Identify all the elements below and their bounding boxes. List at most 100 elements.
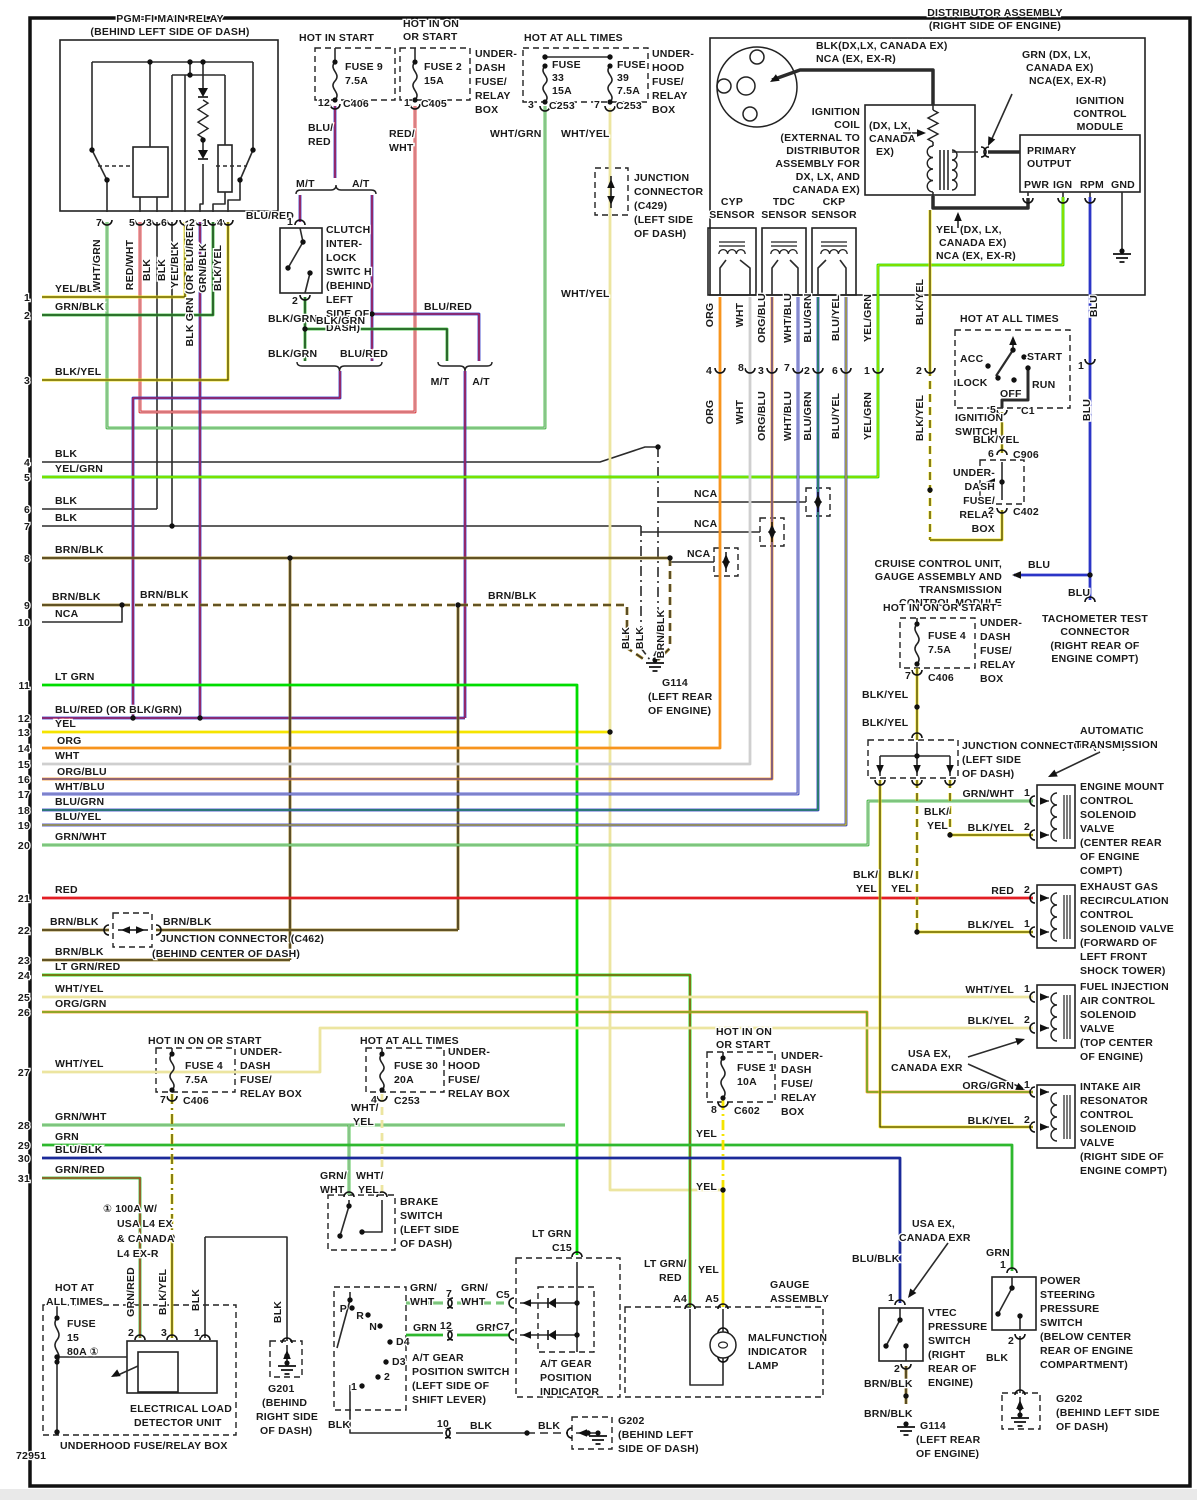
diagram-label: (RIGHT: [928, 1349, 966, 1361]
wire: [839, 259, 847, 295]
diagram-label: BLK/YEL: [968, 1115, 1015, 1127]
diagram-label: 29: [18, 1140, 30, 1152]
diagram-label: WHT/YEL: [55, 1058, 104, 1070]
junction-dot: [655, 444, 661, 450]
arrowhead: [908, 1288, 917, 1298]
connector-arc: [1029, 1022, 1036, 1034]
diagram-label: NCA: [55, 608, 79, 620]
wire: [199, 164, 204, 212]
diagram-label: GRN (DX, LX,: [1022, 49, 1091, 61]
diagram-label: WHT: [734, 302, 746, 327]
diagram-label: MODULE: [1077, 121, 1124, 133]
diagram-label: BLK/YEL: [862, 689, 909, 701]
connector-arc: [166, 1095, 178, 1102]
brace: [296, 361, 383, 372]
diagram-label: WHT/BLU: [782, 391, 794, 441]
sensor-core: [771, 241, 797, 247]
diagram-label: FUSE/: [781, 1078, 813, 1090]
diagram-label: BLU: [1028, 559, 1050, 571]
wire: [1049, 751, 1101, 777]
fuse-element: [412, 61, 418, 101]
fuse-terminal: [332, 59, 338, 65]
connector-arc: [744, 367, 756, 374]
diagram-label: USA L4 EX: [117, 1218, 173, 1230]
connector-arc: [766, 367, 778, 374]
diagram-label: C7: [496, 1321, 510, 1333]
arrowhead: [770, 74, 780, 82]
diagram-label: BLK/YEL: [968, 1015, 1015, 1027]
diagram-label: LT GRN: [532, 1228, 572, 1240]
connector-arc: [101, 219, 113, 226]
diagram-label: LOCK: [326, 252, 357, 264]
diagram-label: PRIMARY: [1027, 145, 1076, 157]
diagram-label: WHT: [320, 1184, 345, 1196]
arrowhead: [136, 926, 145, 934]
connector-arc: [166, 1334, 178, 1341]
diagram-label: P: [340, 1303, 347, 1315]
diagram-label: 1: [1024, 1079, 1030, 1091]
diagram-label: BLK: [156, 259, 168, 281]
fuse-element: [169, 1053, 175, 1091]
arrowhead: [607, 196, 615, 205]
diagram-label: DASH: [964, 481, 995, 493]
diagram-label: 2: [1024, 821, 1030, 833]
diagram-label: BLU/RED (OR BLK/GRN): [55, 704, 182, 716]
diagram-label: 2: [384, 1371, 390, 1383]
junction-dot: [995, 1311, 1001, 1317]
diagram-label: DX, LX, AND: [796, 171, 860, 183]
junction-dot: [369, 311, 375, 317]
diagram-label: DISTRIBUTOR ASSEMBLY: [927, 7, 1062, 19]
diagram-label: YEL: [927, 820, 948, 832]
diagram-label: WHT/BLU: [55, 781, 105, 793]
diagram-label: 2: [916, 365, 922, 377]
fuse33-39-box: [522, 47, 649, 103]
wire-stripe: [42, 222, 229, 381]
diagram-label: WHT/BLU: [782, 293, 794, 343]
egr-solenoid-valve: [1036, 884, 1076, 949]
diagram-label: BRN/BLK: [140, 589, 189, 601]
wire: [771, 68, 935, 105]
diagram-label: 1: [202, 217, 208, 229]
diagram-label: 7.5A: [185, 1074, 208, 1086]
arrowhead: [1040, 928, 1049, 936]
connector-arc: [604, 105, 616, 112]
connector-arc: [980, 146, 987, 158]
diagram-label: 2: [1008, 1335, 1014, 1347]
connector-arc: [571, 1251, 583, 1258]
junction-dot: [187, 59, 193, 65]
junction-dot: [89, 147, 95, 153]
fuse4-box-right: [899, 617, 976, 669]
diagram-label: FUSE 4: [928, 630, 966, 642]
fuse-terminal: [54, 1315, 60, 1321]
diagram-label: WHT: [55, 750, 80, 762]
diagram-label: BRAKE: [400, 1196, 438, 1208]
diagram-label: C253: [616, 100, 642, 112]
diagram-label: VALVE: [1080, 1023, 1114, 1035]
diagram-label: NCA: [694, 488, 718, 500]
arrowhead: [1048, 769, 1058, 777]
diagram-label: BLK/YEL: [862, 717, 909, 729]
wire-stripe: [42, 297, 847, 826]
diagram-label: SENSOR: [811, 209, 857, 221]
fuse-terminal: [332, 97, 338, 103]
diagram-label: HOT IN START: [299, 32, 375, 44]
sensor-coil: [820, 248, 848, 255]
diagram-label: JUNCTION: [634, 172, 689, 184]
wire: [1000, 368, 1030, 408]
diagram-label: BLK/: [853, 869, 878, 881]
diagram-label: POSITION SWITCH: [412, 1366, 510, 1378]
junction-dot: [359, 1229, 365, 1235]
connector-arc: [1029, 1086, 1036, 1098]
diagram-label: YEL: [353, 1116, 374, 1128]
diagram-label: FUSE: [552, 59, 581, 71]
diagram-label: YEL: [55, 718, 76, 730]
diagram-label: FUSE/: [652, 76, 684, 88]
wire: [652, 447, 659, 659]
fuse-terminal: [607, 63, 613, 69]
junction-dot: [300, 239, 306, 245]
diagram-label: WHT/YEL: [561, 288, 610, 300]
junction-dot: [130, 715, 136, 721]
diagram-label: DASH: [980, 631, 1011, 643]
diagram-label: GRN: [413, 1322, 437, 1334]
